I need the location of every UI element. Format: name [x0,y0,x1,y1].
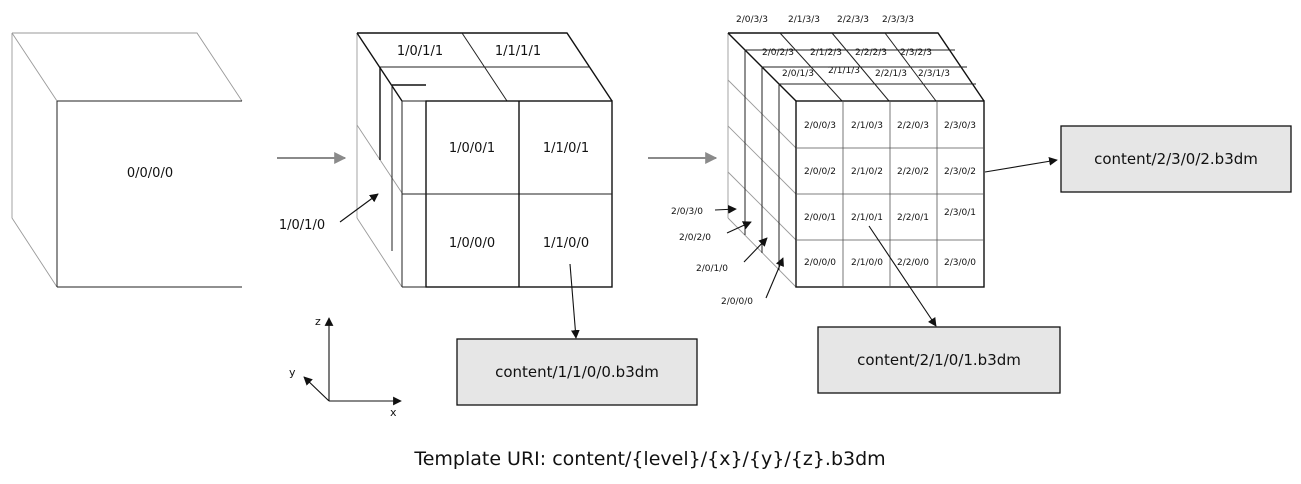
tile-label-1-1-1-1: 1/1/1/1 [495,44,541,59]
y-axis [303,376,330,402]
tile-2-1-2-3: 2/1/2/3 [810,48,842,58]
tile-2-2-0-3: 2/2/0/3 [897,121,929,131]
tile-2-3-1-3: 2/3/1/3 [918,69,950,79]
tile-2-0-1-3: 2/0/1/3 [782,69,814,79]
tile-2-1-3-3: 2/1/3/3 [788,15,820,25]
tile-2-2-3-3: 2/2/3/3 [837,15,869,25]
tile-2-0-2-3: 2/0/2/3 [762,48,794,58]
tile-callout-1-0-1-0: 1/0/1/0 [279,218,325,233]
tile-2-2-0-1: 2/2/0/1 [897,213,929,223]
cube-level-0: 0/0/0/0 [11,32,243,288]
tile-2-3-2-3: 2/3/2/3 [900,48,932,58]
tile-label-1-0-0-0: 1/0/0/0 [449,236,495,251]
tile-callout-2-0-2-0: 2/0/2/0 [679,233,711,243]
cube-level-2: 2/0/3/3 2/1/3/3 2/2/3/3 2/3/3/3 2/0/2/3 … [671,15,985,307]
tile-2-3-0-3: 2/3/0/3 [944,121,976,131]
tile-callout-2-0-0-0: 2/0/0/0 [721,297,753,307]
tile-2-0-3-3: 2/0/3/3 [736,15,768,25]
tile-label-1-0-0-1: 1/0/0/1 [449,141,495,156]
y-axis-label: y [289,366,296,379]
tile-2-1-0-2: 2/1/0/2 [851,167,883,177]
tile-2-3-0-0: 2/3/0/0 [944,258,976,268]
tile-2-0-0-2: 2/0/0/2 [804,167,836,177]
tile-2-1-0-0: 2/1/0/0 [851,258,883,268]
tile-2-2-2-3: 2/2/2/3 [855,48,887,58]
content-box-2-3-0-2: content/2/3/0/2.b3dm [1060,125,1292,193]
tile-callout-2-0-1-0: 2/0/1/0 [696,264,728,274]
tile-label-1-0-1-1: 1/0/1/1 [397,44,443,59]
content-box-2-1-0-1: content/2/1/0/1.b3dm [817,326,1061,394]
callout-arrow-2-0-0-0 [765,257,784,299]
content-box-2-3-0-2-label: content/2/3/0/2.b3dm [1094,150,1258,168]
callout-arrow-2-0-1-0 [743,237,768,263]
z-axis-label: z [315,315,321,328]
arrow-to-content-1-1-0-0 [569,263,580,339]
tile-callout-2-0-3-0: 2/0/3/0 [671,207,703,217]
cube-level-1: 1/0/1/1 1/1/1/1 1/0/0/1 1/1/0/1 1/0/0/0 … [279,32,613,288]
arrow-to-content-2-1-0-1 [868,225,937,327]
tile-label-1-1-0-1: 1/1/0/1 [543,141,589,156]
tile-2-3-3-3: 2/3/3/3 [882,15,914,25]
tile-2-0-0-1: 2/0/0/1 [804,213,836,223]
arrow-to-content-2-3-0-2 [984,156,1058,173]
tile-2-1-0-1: 2/1/0/1 [851,213,883,223]
content-box-1-1-0-0: content/1/1/0/0.b3dm [456,338,698,406]
tile-2-2-0-0: 2/2/0/0 [897,258,929,268]
axes: z y x [289,315,402,419]
tile-2-1-1-3: 2/1/1/3 [828,66,860,76]
tile-2-2-1-3: 2/2/1/3 [875,69,907,79]
tile-2-3-0-1: 2/3/0/1 [944,208,976,218]
callout-arrow-2-0-2-0 [726,221,752,234]
tile-2-0-0-3: 2/0/0/3 [804,121,836,131]
content-box-2-1-0-1-label: content/2/1/0/1.b3dm [857,351,1021,369]
tile-label-1-1-0-0: 1/1/0/0 [543,236,589,251]
tile-label-0-0-0-0: 0/0/0/0 [127,166,173,181]
content-box-1-1-0-0-label: content/1/1/0/0.b3dm [495,363,659,381]
tile-2-0-0-0: 2/0/0/0 [804,258,836,268]
template-uri: Template URI: content/{level}/{x}/{y}/{z… [413,448,885,470]
tile-2-3-0-2: 2/3/0/2 [944,167,976,177]
x-axis-label: x [390,406,397,419]
callout-arrow-1-0-1-0 [339,193,379,223]
tile-2-1-0-3: 2/1/0/3 [851,121,883,131]
tile-2-2-0-2: 2/2/0/2 [897,167,929,177]
callout-arrow-2-0-3-0 [714,204,737,214]
